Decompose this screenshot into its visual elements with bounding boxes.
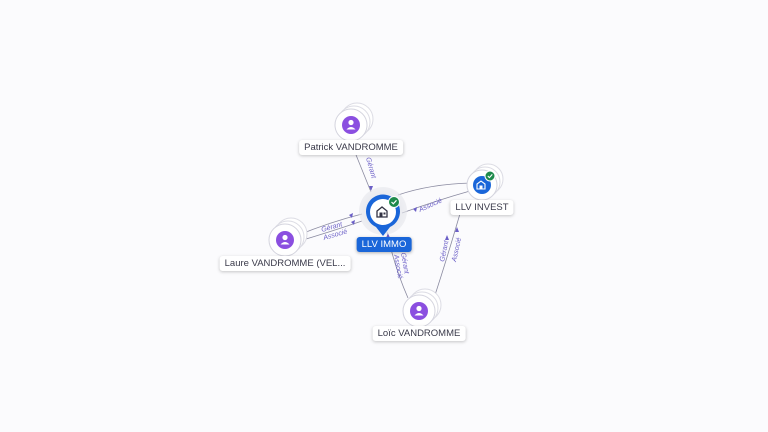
- person-icon: [276, 231, 294, 249]
- person-icon: [410, 302, 428, 320]
- edge-label-loic-immo-gerant: Gérant: [399, 252, 410, 275]
- company-label-llv-immo[interactable]: LLV IMMO: [356, 237, 412, 252]
- edge-label-invest-immo-associe: Associé: [417, 197, 443, 214]
- person-label-patrick[interactable]: Patrick VANDROMME: [299, 140, 403, 155]
- person-node-loic[interactable]: [402, 288, 442, 328]
- person-label-laure[interactable]: Laure VANDROMME (VEL...: [219, 256, 351, 271]
- edge-label-loic-invest-gerant: Gérant: [439, 239, 451, 262]
- building-icon: [376, 206, 388, 218]
- building-icon: [473, 176, 491, 194]
- check-badge-icon: [388, 196, 400, 208]
- edge-label-loic-invest-associe: Associé: [451, 237, 463, 264]
- person-icon: [342, 116, 360, 134]
- check-badge-icon: [484, 170, 496, 182]
- edge-label-loic-immo-associe: Associé: [392, 253, 403, 279]
- person-node-patrick[interactable]: [334, 102, 374, 142]
- person-label-loic[interactable]: Loïc VANDROMME: [372, 326, 466, 341]
- company-node-llv-immo[interactable]: [359, 187, 407, 236]
- edge-label-patrick-immo-gerant: Gérant: [364, 157, 377, 181]
- company-node-llv-invest[interactable]: [466, 163, 504, 201]
- person-node-laure[interactable]: [268, 217, 308, 257]
- company-label-llv-invest[interactable]: LLV INVEST: [450, 200, 514, 215]
